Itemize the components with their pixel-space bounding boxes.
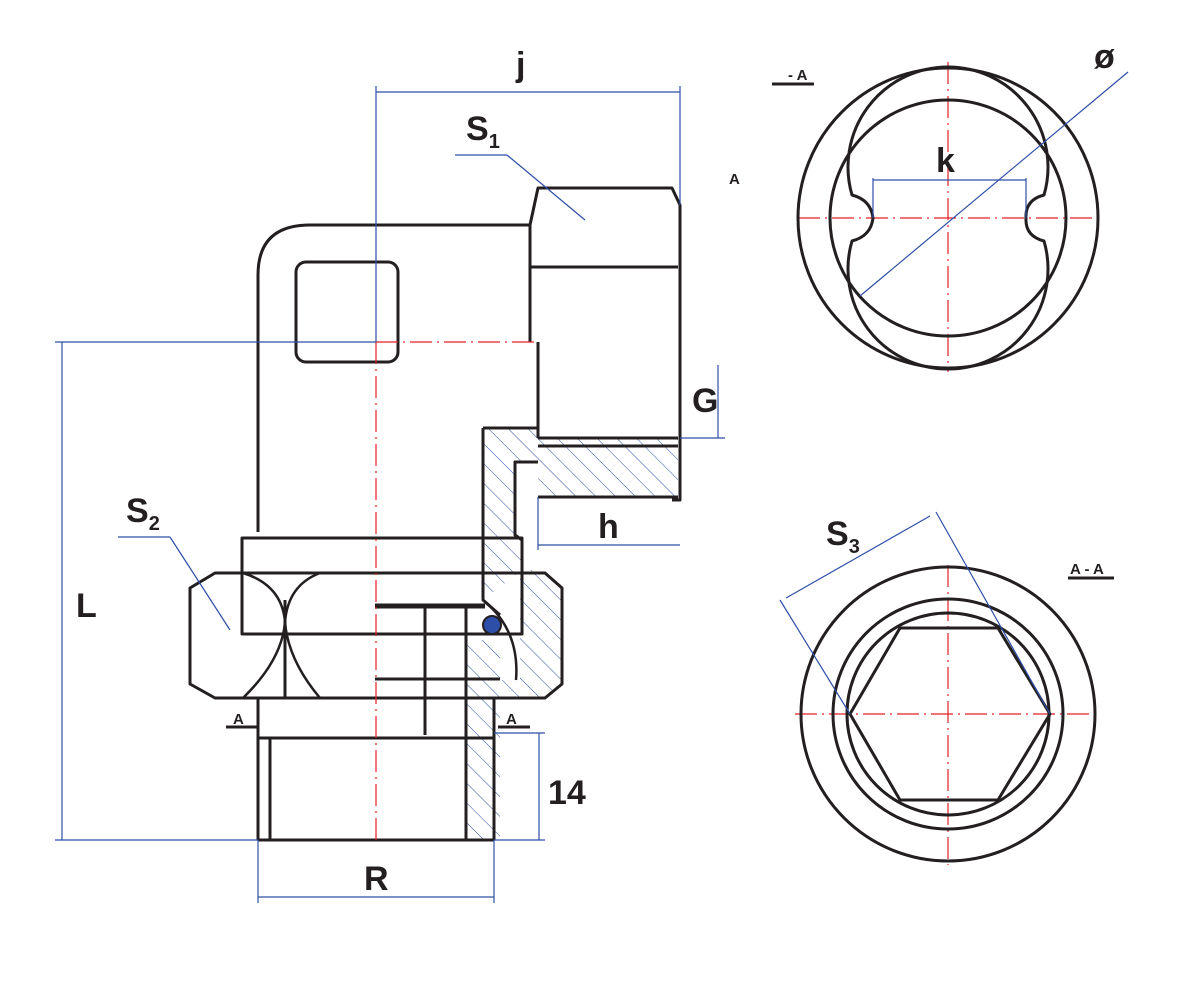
dimension-lines	[55, 86, 725, 903]
elbow-side-view	[188, 186, 682, 842]
dim-s2-label: S2	[126, 492, 160, 535]
cut-mark-left: A	[233, 711, 244, 728]
dim-s1-label: S1	[466, 110, 500, 153]
dim-j-label: j	[515, 46, 525, 84]
dim-g-label: G	[692, 382, 718, 420]
dim-14-label: 14	[548, 774, 586, 812]
dim-s3-label: S3	[826, 515, 860, 558]
dim-r-label: R	[364, 860, 389, 898]
view-label-top: - A	[788, 67, 808, 84]
dim-diameter-label: ø	[1094, 38, 1115, 76]
dim-h-label: h	[598, 508, 619, 546]
view-label-section: A - A	[1070, 561, 1104, 578]
dim-k-label: k	[936, 142, 955, 180]
dim-l-label: L	[76, 587, 97, 625]
cut-mark-right: A	[506, 711, 517, 728]
section-marker-a: A	[729, 171, 740, 188]
section-a-a-view	[779, 511, 1100, 865]
top-end-view	[796, 62, 1129, 372]
